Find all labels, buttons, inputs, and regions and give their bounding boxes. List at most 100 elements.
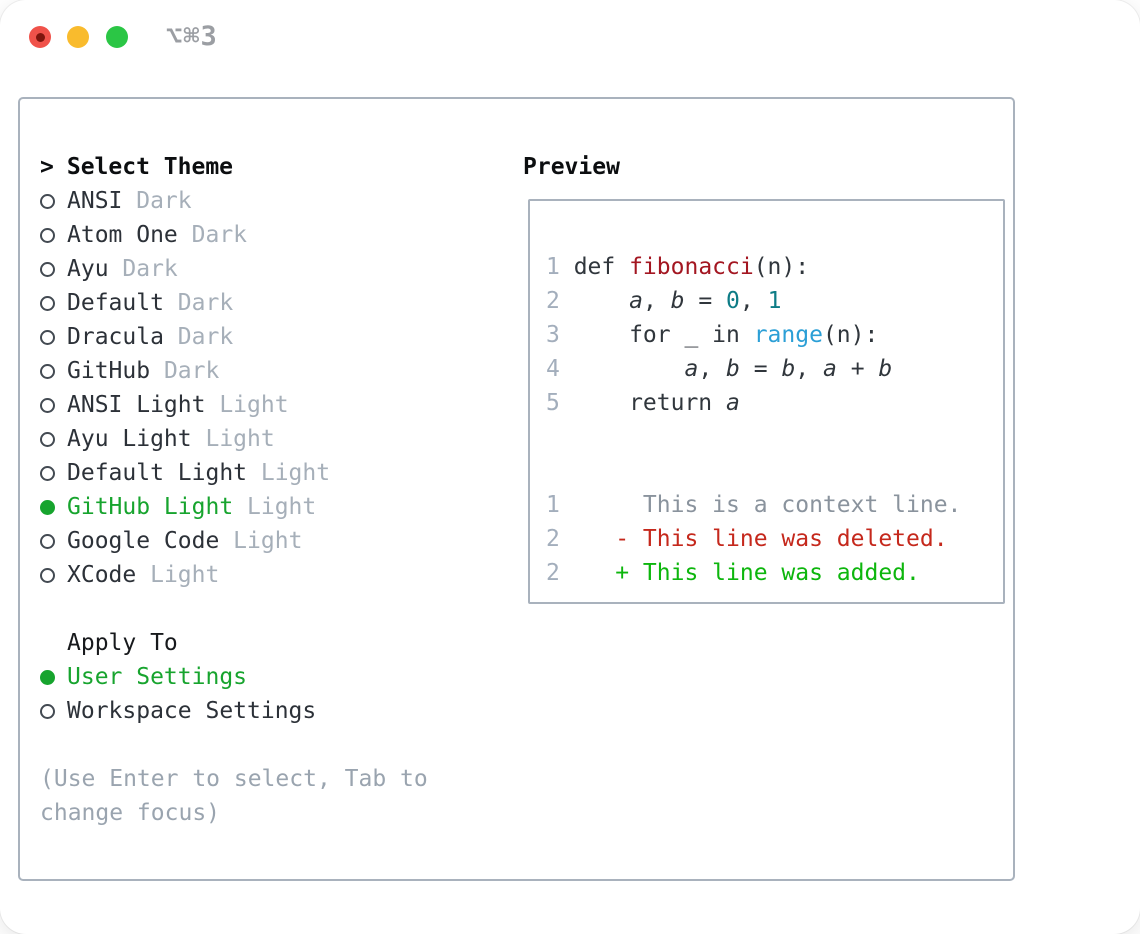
theme-option-atom-one[interactable]: Atom One Dark bbox=[40, 218, 1013, 252]
code-line: 2 a, b = 0, 1 bbox=[546, 284, 987, 318]
minimize-button[interactable] bbox=[67, 26, 89, 48]
theme-option-github[interactable]: GitHub Dark bbox=[40, 354, 1013, 388]
line-number: 2 bbox=[546, 526, 560, 552]
code-line: 3 for _ in range(n): bbox=[546, 318, 987, 352]
select-theme-header: > Select Theme bbox=[40, 150, 1013, 184]
radio-icon bbox=[40, 193, 55, 209]
apply-option-user-settings[interactable]: User Settings bbox=[40, 660, 1013, 694]
diff-text: - This line was deleted. bbox=[573, 526, 948, 552]
theme-name: Ayu bbox=[67, 256, 109, 282]
code-line: 1 def fibonacci(n): bbox=[546, 250, 987, 284]
theme-option-dracula[interactable]: Dracula Dark bbox=[40, 320, 1013, 354]
theme-name: Default bbox=[67, 290, 164, 316]
diff-text: This is a context line. bbox=[573, 492, 962, 518]
line-number: 4 bbox=[546, 356, 560, 382]
theme-option-default-light[interactable]: Default Light Light bbox=[40, 456, 1013, 490]
line-number: 3 bbox=[546, 322, 560, 348]
theme-variant-tag: Dark bbox=[108, 256, 178, 282]
radio-icon bbox=[40, 465, 55, 481]
preview-header: Preview bbox=[505, 150, 1005, 184]
theme-name: ANSI Light bbox=[67, 392, 206, 418]
theme-name: Ayu Light bbox=[67, 426, 192, 452]
code-text: def fibonacci(n): bbox=[573, 254, 810, 280]
diff-preview: 1 This is a context line.2 - This line w… bbox=[546, 488, 987, 590]
line-number: 5 bbox=[546, 390, 560, 416]
maximize-button[interactable] bbox=[106, 26, 128, 48]
code-text: a, b = 0, 1 bbox=[629, 288, 782, 314]
theme-variant-tag: Dark bbox=[177, 222, 248, 248]
theme-name: ANSI bbox=[67, 188, 123, 214]
help-line: (Use Enter to select, Tab to bbox=[40, 766, 428, 792]
theme-name: Dracula bbox=[67, 324, 164, 350]
theme-name: Google Code bbox=[67, 528, 220, 554]
apply-to-title: Apply To bbox=[67, 630, 178, 656]
radio-icon bbox=[40, 703, 55, 719]
radio-icon bbox=[40, 261, 55, 277]
select-theme-title: Select Theme bbox=[66, 154, 234, 180]
theme-variant-tag: Light bbox=[219, 528, 303, 554]
theme-variant-tag: Dark bbox=[122, 188, 192, 214]
radio-icon bbox=[40, 363, 55, 379]
apply-option-label: User Settings bbox=[67, 664, 248, 690]
diff-line-deleted: 2 - This line was deleted. bbox=[546, 522, 987, 556]
spacer bbox=[546, 420, 987, 488]
theme-option-ayu-light[interactable]: Ayu Light Light bbox=[40, 422, 1013, 456]
theme-variant-tag: Light bbox=[191, 426, 275, 452]
theme-variant-tag: Light bbox=[247, 460, 331, 486]
code-text: return a bbox=[573, 390, 740, 416]
radio-selected-icon bbox=[40, 499, 55, 515]
radio-icon bbox=[40, 329, 55, 345]
radio-icon bbox=[40, 431, 55, 447]
code-text: a, b = b, a + b bbox=[684, 356, 893, 382]
help-line: change focus) bbox=[40, 800, 221, 826]
theme-option-ansi[interactable]: ANSI Dark bbox=[40, 184, 1013, 218]
line-number: 2 bbox=[546, 560, 560, 586]
code-text: for _ in range(n): bbox=[573, 322, 879, 348]
theme-name: GitHub Light bbox=[67, 494, 234, 520]
line-number: 1 bbox=[546, 254, 560, 280]
radio-icon bbox=[40, 533, 55, 549]
theme-option-xcode[interactable]: XCode Light bbox=[40, 558, 1013, 592]
preview-title: Preview bbox=[523, 154, 620, 180]
code-line: 5 return a bbox=[546, 386, 987, 420]
apply-to-header: Apply To bbox=[40, 626, 1013, 660]
line-number: 1 bbox=[546, 492, 560, 518]
theme-variant-tag: Light bbox=[136, 562, 220, 588]
help-text: (Use Enter to select, Tab to change focus… bbox=[40, 762, 1013, 830]
theme-name: Default Light bbox=[67, 460, 248, 486]
theme-name: Atom One bbox=[67, 222, 178, 248]
line-number: 2 bbox=[546, 288, 560, 314]
theme-variant-tag: Dark bbox=[150, 358, 220, 384]
apply-option-workspace-settings[interactable]: Workspace Settings bbox=[40, 694, 1013, 728]
theme-variant-tag: Light bbox=[205, 392, 289, 418]
window-titlebar: ⌥⌘3 bbox=[0, 0, 1140, 74]
diff-line-context: 1 This is a context line. bbox=[546, 488, 987, 522]
theme-option-ansi-light[interactable]: ANSI Light Light bbox=[40, 388, 1013, 422]
radio-icon bbox=[40, 295, 55, 311]
theme-variant-tag: Dark bbox=[163, 324, 234, 350]
radio-icon bbox=[40, 227, 55, 243]
theme-option-default[interactable]: Default Dark bbox=[40, 286, 1013, 320]
theme-option-github-light[interactable]: GitHub Light Light bbox=[40, 490, 1013, 524]
apply-option-label: Workspace Settings bbox=[67, 698, 317, 724]
code-line: 4 a, b = b, a + b bbox=[546, 352, 987, 386]
theme-option-ayu[interactable]: Ayu Dark bbox=[40, 252, 1013, 286]
diff-line-added: 2 + This line was added. bbox=[546, 556, 987, 590]
window-title: ⌥⌘3 bbox=[166, 21, 218, 52]
close-dot-icon bbox=[35, 32, 45, 42]
radio-icon bbox=[40, 397, 55, 413]
theme-variant-tag: Dark bbox=[163, 290, 234, 316]
close-button[interactable] bbox=[29, 26, 51, 48]
theme-option-google-code[interactable]: Google Code Light bbox=[40, 524, 1013, 558]
theme-name: GitHub bbox=[67, 358, 151, 384]
diff-text: + This line was added. bbox=[573, 560, 920, 586]
prompt-caret-icon: > bbox=[40, 154, 54, 180]
